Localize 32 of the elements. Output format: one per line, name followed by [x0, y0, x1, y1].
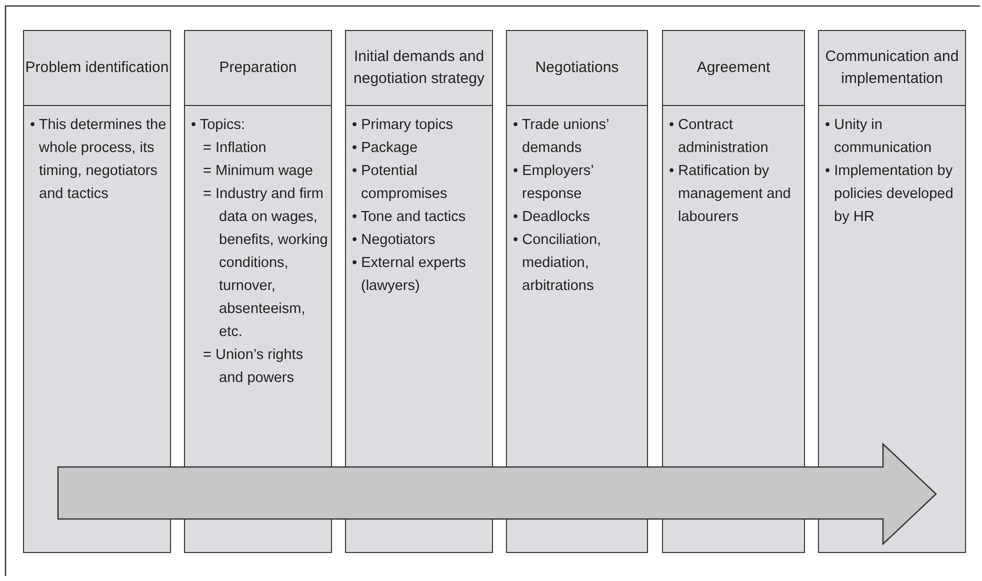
stage-column [23, 30, 171, 553]
bullet-text: • Unity in communication [825, 116, 933, 158]
sub-item-text: = Inflation [203, 139, 268, 158]
stage-title: Negotiations [535, 58, 619, 78]
bullet-text: • Deadlocks [513, 208, 591, 227]
bullet-text: • Conciliation, mediation, arbitrations [513, 231, 602, 296]
stage-title: Initial demands and negotiation strategy [352, 47, 486, 89]
bullet-text: • This determines the whole process, its timing, negotiators and tactics [30, 116, 168, 204]
bullet-text: • Trade unions’ demands [513, 116, 610, 158]
stage-title: Communication and implementation [824, 47, 960, 89]
sub-item-text: = Minimum wage [203, 162, 314, 181]
stage-title: Preparation [219, 58, 297, 78]
stage-column [184, 30, 332, 553]
bullet-text: • Package [352, 139, 419, 158]
stage-column [818, 30, 966, 553]
bullet-text: • Primary topics [352, 116, 454, 135]
bullet-text: • Potential compromises [352, 162, 448, 204]
stage-title: Agreement [696, 58, 770, 78]
bullet-text: • Ratification by management and labourers [669, 162, 792, 227]
bullet-text: • Negotiators [352, 231, 436, 250]
sub-item-text: = Union’s rights and powers [203, 346, 304, 388]
bullet-text: • Employers’ response [513, 162, 594, 204]
bullet-text: • Implementation by policies developed by HR [825, 162, 954, 227]
bullet-text: • External experts (lawyers) [352, 254, 467, 296]
stage-title: Problem identification [25, 58, 169, 78]
bullet-text: • Tone and tactics [352, 208, 467, 227]
stage-column [662, 30, 805, 553]
bullet-text: • Topics: [191, 116, 246, 135]
sub-item-text: = Industry and firm data on wages, benefits, working conditions, turnover, absenteeism, etc. [203, 185, 329, 342]
stage-column [345, 30, 493, 553]
stage-column [506, 30, 648, 553]
bullet-text: • Contract administration [669, 116, 770, 158]
